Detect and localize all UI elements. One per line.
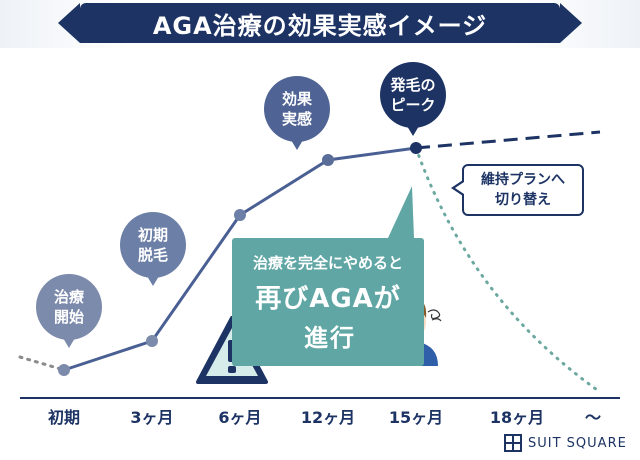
x-label-12-months: 12ヶ月 — [300, 408, 356, 427]
warning-message-box: 治療を完全にやめると 再びAGAが 進行 — [232, 238, 424, 366]
header: AGA治療の効果実感イメージ — [0, 0, 640, 48]
callout-initial-shedding-label: 初期 脱毛 — [137, 226, 168, 264]
point-6-months — [234, 209, 246, 221]
point-12-months — [322, 154, 334, 166]
callout-effect-felt: 効果 実感 — [264, 76, 330, 150]
callout-treatment-start-label: 治療 開始 — [53, 288, 84, 326]
decline-dotted-curve — [414, 146, 602, 394]
x-label-initial: 初期 — [47, 408, 80, 427]
warning-text-line3: 進行 — [304, 324, 356, 352]
warning-text-line1: 治療を完全にやめると — [252, 254, 403, 272]
warning-text-line2: 再びAGAが — [255, 284, 401, 314]
maintenance-dashed-line — [415, 130, 601, 150]
pre-start-dotted-line — [18, 355, 66, 372]
point-initial — [58, 364, 70, 376]
callout-initial-shedding: 初期 脱毛 — [120, 212, 186, 286]
callout-effect-felt-label: 効果 実感 — [281, 90, 312, 128]
maintenance-plan-box: 維持プランへ 切り替え — [451, 164, 584, 216]
brand-logo: SUIT SQUARE — [504, 434, 627, 452]
callout-peak-label: 発毛の ピーク — [390, 76, 436, 114]
point-3-months — [146, 335, 158, 347]
brand-name: SUIT SQUARE — [528, 435, 627, 451]
page-title: AGA治療の効果実感イメージ — [58, 3, 582, 43]
x-label-3-months: 3ヶ月 — [130, 408, 174, 427]
callout-treatment-start: 治療 開始 — [36, 274, 102, 348]
warning-pointer — [388, 186, 414, 238]
x-label-15-months: 15ヶ月 — [388, 408, 444, 427]
brand-mark-icon — [504, 434, 522, 452]
maintenance-plan-label: 維持プランへ 切り替え — [481, 172, 565, 208]
x-label-beyond: 〜 — [584, 408, 601, 427]
x-label-6-months: 6ヶ月 — [218, 408, 262, 427]
point-15-months — [410, 142, 422, 154]
callout-peak: 発毛の ピーク — [380, 62, 446, 136]
x-label-18-months: 18ヶ月 — [489, 408, 545, 427]
